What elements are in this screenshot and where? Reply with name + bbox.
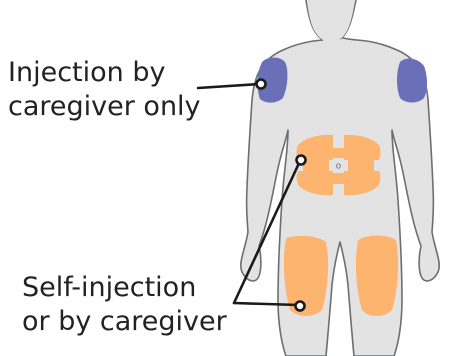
self-injection-label: Self-injection or by caregiver <box>22 271 227 339</box>
caregiver-only-label-line2: caregiver only <box>8 90 201 124</box>
right-thigh-injection-zone <box>356 236 398 317</box>
self-pointer-dot-thigh <box>296 302 305 311</box>
caregiver-pointer-dot <box>257 80 266 89</box>
self-pointer-dot-abdomen <box>297 156 306 165</box>
neck-fill <box>307 0 355 40</box>
caregiver-pointer-line <box>198 84 259 88</box>
caregiver-only-label-line1: Injection by <box>8 56 201 90</box>
abdomen-center-left-zone <box>303 160 329 171</box>
right-arm-injection-zone <box>397 59 427 103</box>
self-injection-label-line2: or by caregiver <box>22 305 227 339</box>
abdomen-center-bottom-zone <box>333 173 344 184</box>
caregiver-only-label: Injection by caregiver only <box>8 56 201 124</box>
abdomen-center-right-zone <box>348 160 374 171</box>
abdomen-center-top-zone <box>333 148 344 158</box>
navel-mark: o <box>336 162 342 172</box>
self-injection-label-line1: Self-injection <box>22 271 227 305</box>
